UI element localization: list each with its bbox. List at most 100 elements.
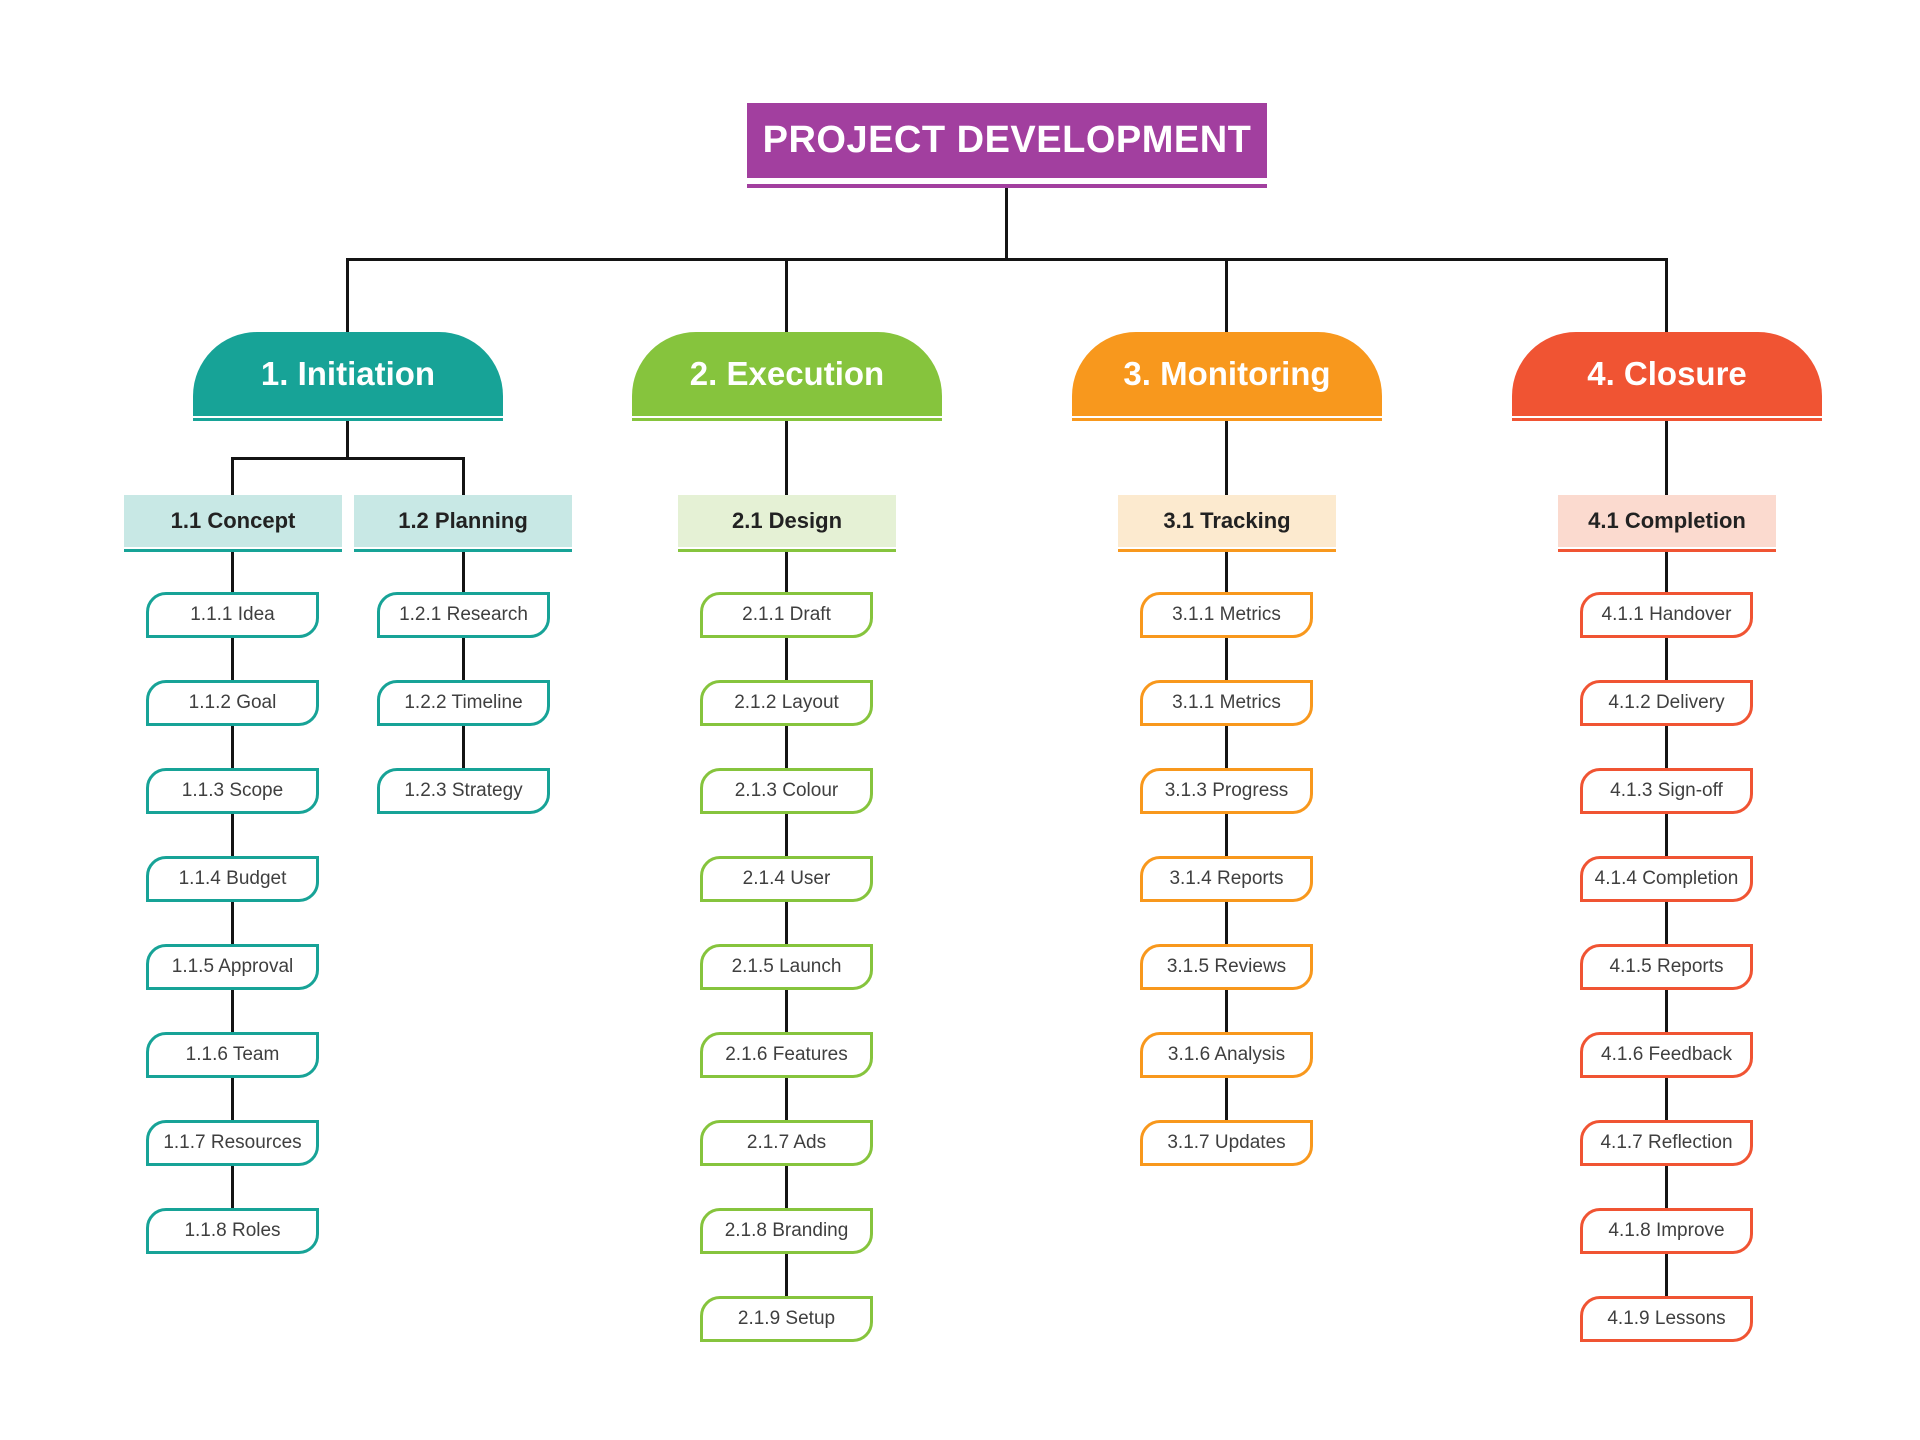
connector-line <box>462 726 465 768</box>
connector-line <box>785 261 788 332</box>
connector-line <box>231 990 234 1032</box>
connector-line <box>785 638 788 680</box>
leaf-node: 3.1.6 Analysis <box>1140 1032 1313 1078</box>
branch-node-execution: 2. Execution <box>632 332 942 416</box>
connector-line <box>462 460 465 495</box>
leaf-node: 4.1.8 Improve <box>1580 1208 1753 1254</box>
leaf-stack-design: 2.1.1 Draft 2.1.2 Layout 2.1.3 Colour 2.1.4… <box>700 592 873 1342</box>
connector-line <box>1665 1254 1668 1296</box>
leaf-node: 4.1.4 Completion <box>1580 856 1753 902</box>
connector-line <box>1665 726 1668 768</box>
leaf-node: 1.1.3 Scope <box>146 768 319 814</box>
leaf-node: 4.1.7 Reflection <box>1580 1120 1753 1166</box>
connector-line <box>231 638 234 680</box>
connector-line <box>231 814 234 856</box>
connector-line <box>785 1078 788 1120</box>
leaf-node: 2.1.6 Features <box>700 1032 873 1078</box>
leaf-node: 2.1.4 User <box>700 856 873 902</box>
group-underline <box>1558 549 1776 552</box>
group-underline <box>354 549 572 552</box>
connector-line <box>1665 902 1668 944</box>
leaf-node: 1.1.2 Goal <box>146 680 319 726</box>
group-underline <box>124 549 342 552</box>
leaf-node: 4.1.5 Reports <box>1580 944 1753 990</box>
connector-line <box>231 726 234 768</box>
leaf-node: 3.1.4 Reports <box>1140 856 1313 902</box>
leaf-node: 3.1.7 Updates <box>1140 1120 1313 1166</box>
leaf-node: 1.1.1 Idea <box>146 592 319 638</box>
connector-line <box>346 258 1668 261</box>
leaf-node: 1.2.1 Research <box>377 592 550 638</box>
leaf-node: 1.2.2 Timeline <box>377 680 550 726</box>
connector-line <box>1225 726 1228 768</box>
connector-line <box>1665 1166 1668 1208</box>
leaf-node: 4.1.2 Delivery <box>1580 680 1753 726</box>
connector-line <box>785 990 788 1032</box>
leaf-node: 3.1.5 Reviews <box>1140 944 1313 990</box>
leaf-node: 2.1.1 Draft <box>700 592 873 638</box>
connector-line <box>231 1078 234 1120</box>
connector-line <box>1225 638 1228 680</box>
root-node: PROJECT DEVELOPMENT <box>747 103 1267 178</box>
branch-node-closure: 4. Closure <box>1512 332 1822 416</box>
connector-line <box>1665 261 1668 332</box>
leaf-node: 4.1.9 Lessons <box>1580 1296 1753 1342</box>
leaf-node: 1.1.4 Budget <box>146 856 319 902</box>
leaf-stack-planning: 1.2.1 Research 1.2.2 Timeline 1.2.3 Strate… <box>377 592 550 814</box>
leaf-node: 1.2.3 Strategy <box>377 768 550 814</box>
branch-underline <box>1512 418 1822 421</box>
connector-line <box>1225 552 1228 592</box>
leaf-stack-completion: 4.1.1 Handover 4.1.2 Delivery 4.1.3 Sign-o… <box>1580 592 1753 1342</box>
connector-line <box>1225 990 1228 1032</box>
leaf-node: 4.1.1 Handover <box>1580 592 1753 638</box>
connector-line <box>1665 552 1668 592</box>
connector-line <box>785 726 788 768</box>
group-underline <box>678 549 896 552</box>
connector-line <box>1665 1078 1668 1120</box>
leaf-node: 1.1.8 Roles <box>146 1208 319 1254</box>
leaf-node: 4.1.3 Sign-off <box>1580 768 1753 814</box>
connector-line <box>785 1166 788 1208</box>
connector-line <box>1665 638 1668 680</box>
connector-line <box>462 552 465 592</box>
connector-line <box>1225 902 1228 944</box>
connector-line <box>785 814 788 856</box>
leaf-node: 4.1.6 Feedback <box>1580 1032 1753 1078</box>
leaf-node: 2.1.3 Colour <box>700 768 873 814</box>
branch-node-initiation: 1. Initiation <box>193 332 503 416</box>
connector-line <box>785 552 788 592</box>
leaf-node: 2.1.7 Ads <box>700 1120 873 1166</box>
leaf-node: 1.1.7 Resources <box>146 1120 319 1166</box>
connector-line <box>1665 814 1668 856</box>
branch-underline <box>1072 418 1382 421</box>
connector-line <box>1225 1078 1228 1120</box>
connector-line <box>1665 421 1668 495</box>
leaf-node: 3.1.1 Metrics <box>1140 680 1313 726</box>
connector-line <box>785 1254 788 1296</box>
branch-underline <box>193 418 503 421</box>
branch-underline <box>632 418 942 421</box>
leaf-node: 2.1.9 Setup <box>700 1296 873 1342</box>
connector-line <box>231 457 465 460</box>
group-node-concept: 1.1 Concept <box>124 495 342 547</box>
leaf-node: 2.1.2 Layout <box>700 680 873 726</box>
group-node-completion: 4.1 Completion <box>1558 495 1776 547</box>
connector-line <box>1225 261 1228 332</box>
leaf-node: 1.1.5 Approval <box>146 944 319 990</box>
connector-line <box>231 460 234 495</box>
leaf-node: 2.1.5 Launch <box>700 944 873 990</box>
group-node-planning: 1.2 Planning <box>354 495 572 547</box>
connector-line <box>1225 421 1228 495</box>
connector-line <box>1665 990 1668 1032</box>
branch-node-monitoring: 3. Monitoring <box>1072 332 1382 416</box>
connector-line <box>346 261 349 332</box>
leaf-stack-concept: 1.1.1 Idea 1.1.2 Goal 1.1.3 Scope 1.1.4 Bud… <box>146 592 319 1254</box>
connector-line <box>1005 188 1008 258</box>
group-node-tracking: 3.1 Tracking <box>1118 495 1336 547</box>
leaf-node: 1.1.6 Team <box>146 1032 319 1078</box>
connector-line <box>1225 814 1228 856</box>
connector-line <box>785 902 788 944</box>
connector-line <box>231 902 234 944</box>
